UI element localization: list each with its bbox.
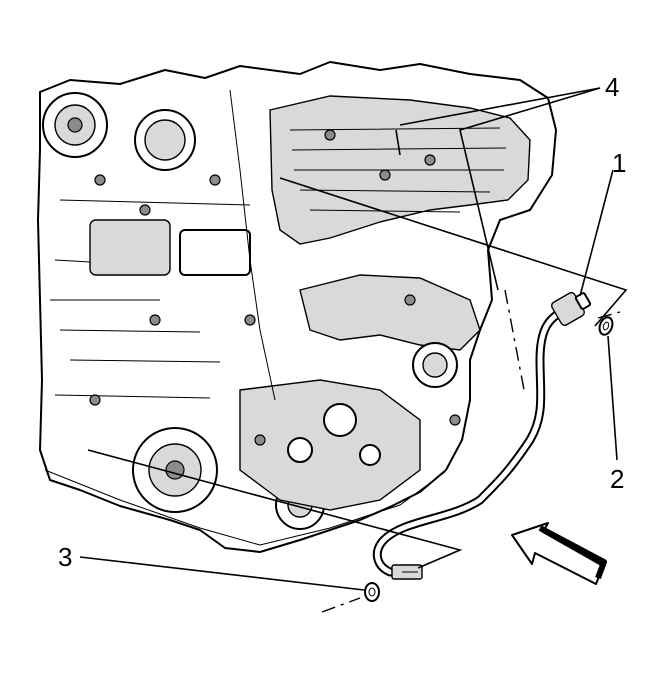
callout-3: 3: [58, 542, 72, 572]
callout-4: 4: [605, 72, 619, 102]
callout-1: 1: [612, 148, 626, 178]
view-direction-arrow-icon: [511, 522, 607, 585]
hose-assembly: [372, 292, 592, 580]
center-lines: [321, 289, 621, 613]
leader-lines: [79, 87, 628, 591]
clip-item-2: [598, 316, 614, 336]
engine-block: [37, 61, 557, 553]
nut-item-3: [364, 582, 380, 602]
callout-2: 2: [610, 464, 624, 494]
